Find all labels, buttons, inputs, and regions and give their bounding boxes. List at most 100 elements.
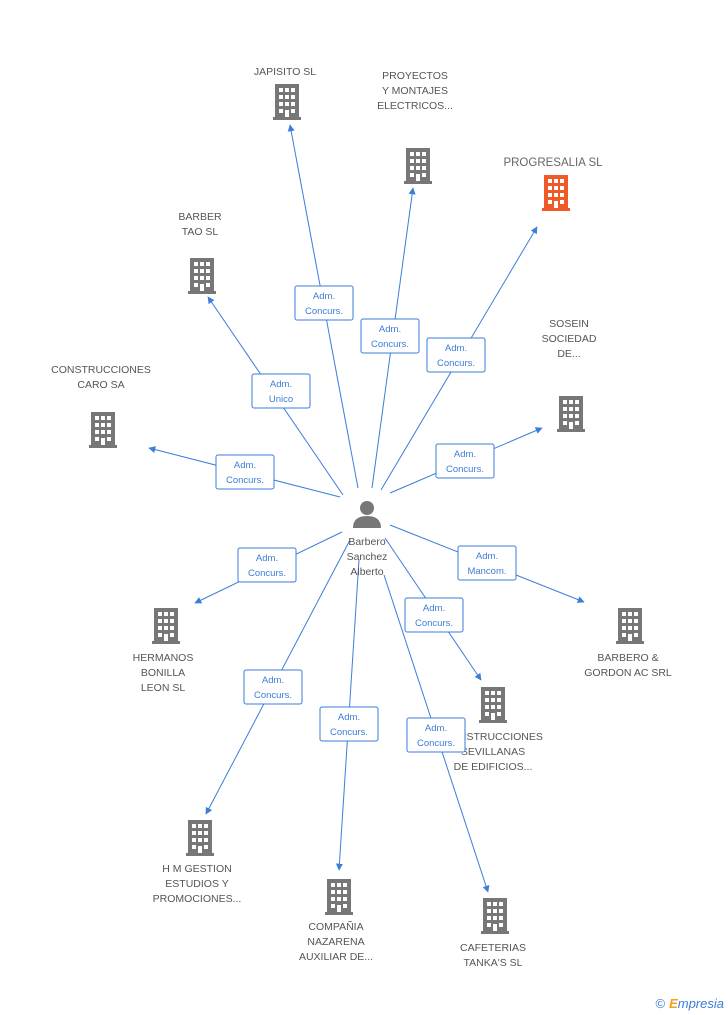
role-label-bonilla: Adm.Concurs. (237, 547, 297, 583)
brand-name-rest: mpresia (677, 996, 724, 1011)
role-box (404, 597, 464, 633)
role-text: Concurs. (446, 464, 484, 475)
person-name-line: Sanchez (347, 551, 388, 563)
company-name-line: JAPISITO SL (254, 66, 316, 78)
company-name-line: CARO SA (77, 379, 124, 391)
role-text: Concurs. (226, 475, 264, 486)
role-label-japisito: Adm.Concurs. (294, 285, 354, 321)
company-name-line: GORDON AC SRL (584, 667, 672, 679)
role-text: Adm. (234, 460, 256, 471)
company-node-sosein[interactable]: SOSEIN SOCIEDAD DE... (542, 318, 597, 432)
role-text: Concurs. (417, 738, 455, 749)
building-icon (616, 608, 644, 644)
building-icon (479, 687, 507, 723)
building-icon (481, 898, 509, 934)
company-name-line: SOCIEDAD (542, 333, 597, 345)
role-text: Adm. (454, 449, 476, 460)
role-text: Adm. (338, 712, 360, 723)
company-name-line: Y MONTAJES (382, 85, 448, 97)
role-label-sosein: Adm. Concurs. (435, 443, 495, 479)
company-name-line: BARBERO & (597, 652, 658, 664)
building-icon (325, 879, 353, 915)
company-name-line: NAZARENA (307, 936, 364, 948)
person-name-line: Alberto (350, 566, 383, 578)
role-box (243, 669, 303, 705)
role-box (251, 373, 311, 409)
company-node-tankas[interactable]: CAFETERIAS TANKA'S SL (460, 898, 526, 969)
company-name-line: LEON SL (141, 682, 186, 694)
role-text: Concurs. (248, 568, 286, 579)
company-name-line: CONSTRUCCIONES (443, 731, 543, 743)
building-icon (557, 396, 585, 432)
company-name-line: PROMOCIONES... (153, 893, 242, 905)
company-name-line: PROYECTOS (382, 70, 448, 82)
company-name-line: DE... (557, 348, 580, 360)
role-text: Adm. (313, 291, 335, 302)
building-icon (89, 412, 117, 448)
company-name-line: ELECTRICOS... (377, 100, 453, 112)
role-box (237, 547, 297, 583)
role-label-gordon: Adm. Mancom. (457, 545, 517, 581)
company-node-proyectos[interactable]: PROYECTOS Y MONTAJES ELECTRICOS... (377, 70, 453, 184)
building-icon (404, 148, 432, 184)
role-box (457, 545, 517, 581)
role-text: Mancom. (467, 566, 506, 577)
empresia-logo[interactable]: ©Empresia (655, 996, 724, 1011)
company-name-line: BARBER (178, 211, 222, 223)
role-label-nazarena: Adm. Concurs. (319, 706, 379, 742)
company-node-caro[interactable]: CONSTRUCCIONES CARO SA (51, 364, 151, 448)
company-name-line: ESTUDIOS Y (165, 878, 228, 890)
role-label-caro: Adm. Concurs. (215, 454, 275, 490)
person-icon (353, 501, 381, 528)
role-box (215, 454, 275, 490)
company-name-line: SEVILLANAS (461, 746, 525, 758)
company-name-line: CAFETERIAS (460, 942, 526, 954)
role-text: Adm. (262, 675, 284, 686)
brand-first-letter: E (669, 996, 678, 1011)
role-text: Concurs. (254, 690, 292, 701)
role-text: Concurs. (437, 358, 475, 369)
company-node-hm-gestion[interactable]: H M GESTION ESTUDIOS Y PROMOCIONES... (153, 820, 242, 905)
building-icon (152, 608, 180, 644)
role-box (426, 337, 486, 373)
person-name-line: Barbero (348, 536, 386, 548)
role-text: Adm. (423, 603, 445, 614)
company-name-line: TANKA'S SL (464, 957, 523, 969)
role-box (294, 285, 354, 321)
role-text: Adm. (270, 379, 292, 390)
role-text: Adm. (476, 551, 498, 562)
role-text: Adm. (445, 343, 467, 354)
company-node-sevillanas[interactable]: CONSTRUCCIONES SEVILLANAS DE EDIFICIOS... (443, 687, 543, 773)
role-label-tankas: Adm. Concurs. (406, 717, 466, 753)
role-label-sevillanas: Adm.Concurs. (404, 597, 464, 633)
company-node-barber-tao[interactable]: BARBER TAO SL (178, 211, 222, 294)
company-node-japisito[interactable]: JAPISITO SL (254, 66, 316, 120)
building-icon (188, 258, 216, 294)
company-name-line: H M GESTION (162, 863, 231, 875)
role-text: Adm. (379, 324, 401, 335)
company-name-line: BONILLA (141, 667, 185, 679)
building-icon (273, 84, 301, 120)
role-box (360, 318, 420, 354)
company-name-line: CONSTRUCCIONES (51, 364, 151, 376)
company-node-gordon[interactable]: BARBERO & GORDON AC SRL (584, 608, 672, 679)
company-name-line: DE EDIFICIOS... (454, 761, 533, 773)
company-name-line: SOSEIN (549, 318, 589, 330)
building-icon (542, 175, 570, 211)
company-node-bonilla[interactable]: HERMANOS BONILLA LEON SL (133, 608, 194, 694)
role-box (319, 706, 379, 742)
building-icon (186, 820, 214, 856)
role-text: Concurs. (330, 727, 368, 738)
role-label-progresalia: Adm. Concurs. (426, 337, 486, 373)
role-box (406, 717, 466, 753)
company-node-progresalia[interactable]: PROGRESALIA SL (503, 157, 603, 211)
role-box (435, 443, 495, 479)
company-name-line: HERMANOS (133, 652, 194, 664)
company-name-line: TAO SL (182, 226, 219, 238)
company-name-line: PROGRESALIA SL (503, 157, 603, 169)
role-text: Adm. (425, 723, 447, 734)
role-label-hm-gestion: Adm. Concurs. (243, 669, 303, 705)
